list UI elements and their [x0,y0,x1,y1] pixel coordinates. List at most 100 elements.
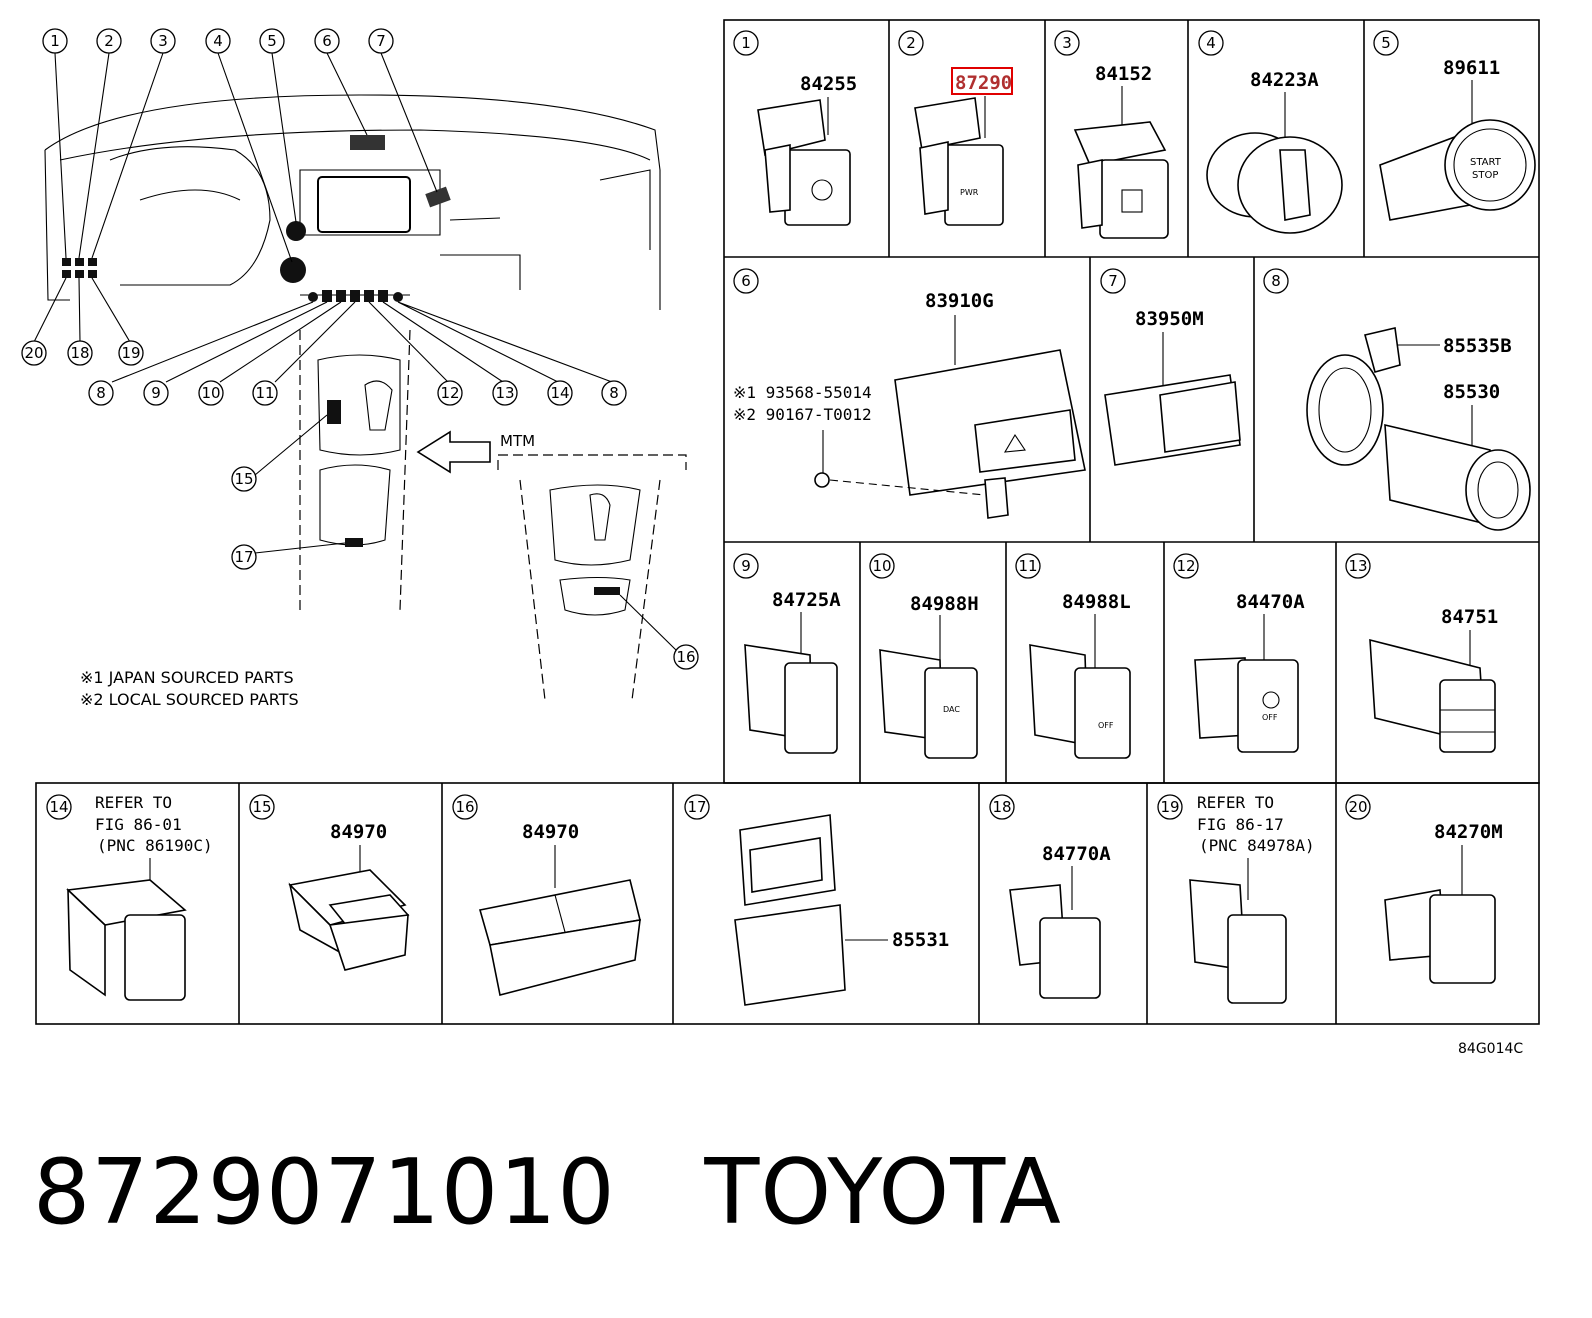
callout-8a: 8 [96,384,106,402]
cell-3-number: 3 [1062,34,1072,52]
callout-4: 4 [213,32,223,50]
callout-11: 11 [255,384,274,402]
overview-callouts-top: 1 2 3 4 5 6 7 [42,28,394,54]
switch-84988H [924,667,978,759]
mtm-label: MTM [500,432,536,450]
part-number-84470A: 84470A [1236,591,1305,613]
part-number-84223A: 84223A [1250,69,1319,91]
callout-19: 19 [121,344,140,362]
part-drawings: PWR START STOP [66,80,1536,1006]
callout-15: 15 [234,470,253,488]
grid-frame [35,19,1540,1025]
part-number-85531: 85531 [892,929,949,951]
part-note-2: ※2 90167-T0012 [733,405,872,424]
center-switch-row [308,290,403,302]
callout-16: 16 [676,648,695,666]
left-switch-block [62,258,97,278]
callout-3: 3 [158,32,168,50]
cell-6-number: 6 [741,272,751,290]
svg-text:PWR: PWR [960,188,979,197]
cell-1-number: 1 [741,34,751,52]
usb-port-86190C [124,914,186,1001]
refer-label-19: REFER TO [1197,793,1274,812]
callout-1: 1 [50,32,60,50]
svg-text:START: START [1470,157,1502,168]
switch-84770A [1039,917,1101,999]
svg-text:OFF: OFF [1098,721,1114,730]
part-number-84770A: 84770A [1042,843,1111,865]
switch-84725A [784,662,838,754]
svg-text:STOP: STOP [1472,170,1498,181]
part-number-84988H: 84988H [910,593,979,615]
part-number-84970-a: 84970 [330,821,387,843]
part-number-84988L: 84988L [1062,591,1131,613]
part-number-84152: 84152 [1095,63,1152,85]
cell-13-number: 13 [1348,557,1367,575]
callout-5: 5 [267,32,277,50]
refer-pnc-14: (PNC 86190C) [97,836,213,855]
cell-17-number: 17 [687,798,706,816]
part-number-84270M: 84270M [1434,821,1503,843]
control-panel-83950M [1159,381,1241,453]
cell-15-number: 15 [252,798,271,816]
start-stop-button-89611 [1444,119,1536,211]
switch-84152 [1099,159,1169,239]
note-local-sourced: ※2 LOCAL SOURCED PARTS [80,690,299,709]
part-number-84255: 84255 [800,73,857,95]
switch-84978A [1227,914,1287,1004]
socket-85535B [1306,354,1384,466]
callout-2: 2 [104,32,114,50]
callout-9: 9 [151,384,161,402]
part-number-84751: 84751 [1441,606,1498,628]
power-outlet-85531 [734,904,846,1006]
figure-code: 84G014C [1458,1041,1524,1057]
overview-callouts-bottom: 20 18 19 8 9 10 11 12 13 14 8 15 17 16 [21,340,699,670]
cell-20-number: 20 [1348,798,1367,816]
callout-20: 20 [24,344,43,362]
switch-84255 [784,149,851,226]
callout-17: 17 [234,548,253,566]
note-japan-sourced: ※1 JAPAN SOURCED PARTS [80,668,294,687]
cell-14-number: 14 [49,798,68,816]
cell-7-number: 7 [1108,272,1118,290]
part-number-85535B: 85535B [1443,335,1512,357]
callout-10: 10 [201,384,220,402]
callout-14: 14 [550,384,569,402]
part-number-85530: 85530 [1443,381,1500,403]
callout-8b: 8 [609,384,619,402]
cell-8-number: 8 [1271,272,1281,290]
part-number-89611: 89611 [1443,57,1500,79]
refer-fig-19: FIG 86-17 [1197,815,1284,834]
cell-18-number: 18 [992,798,1011,816]
cell-5-number: 5 [1381,34,1391,52]
part-number-87290: 87290 [955,72,1012,94]
callout-18: 18 [70,344,89,362]
callout-7: 7 [376,32,386,50]
callout-6: 6 [322,32,332,50]
part-numbers: 84255 87290 84152 84223A 89611 83910G ※1… [95,57,1512,951]
part-number-83910G: 83910G [925,290,994,312]
cell-9-number: 9 [741,557,751,575]
cell-16-number: 16 [455,798,474,816]
part-note-1: ※1 93568-55014 [733,383,872,402]
dashboard-overview: 1 2 3 4 5 6 7 [21,28,699,701]
switch-84470A [1237,659,1299,753]
refer-pnc-19: (PNC 84978A) [1199,836,1315,855]
cell-19-number: 19 [1160,798,1179,816]
switch-84751 [1439,679,1496,753]
cell-11-number: 11 [1018,557,1037,575]
socket-85530 [1465,449,1531,531]
refer-label-14: REFER TO [95,793,172,812]
part-number-84970-b: 84970 [522,821,579,843]
svg-text:OFF: OFF [1262,713,1278,722]
highlight-box [951,67,1013,95]
part-number-83950M: 83950M [1135,308,1204,330]
switch-84988L [1074,667,1131,759]
part-number-84725A: 84725A [772,589,841,611]
refer-fig-14: FIG 86-01 [95,815,182,834]
cell-2-number: 2 [906,34,916,52]
cell-numbers: 1 2 3 4 5 6 7 8 9 10 11 12 13 14 15 16 1… [46,30,1399,820]
callout-13: 13 [495,384,514,402]
switch-87290 [944,144,1004,226]
